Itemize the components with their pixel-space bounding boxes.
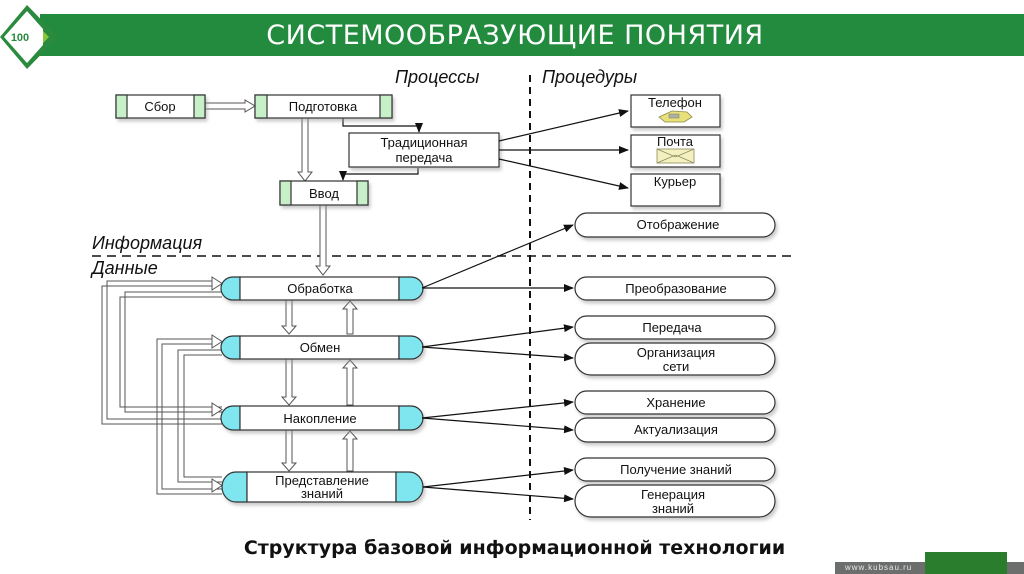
arrow-traditional-to-input	[339, 168, 419, 181]
result-knowledge-gen: Генерация знаний	[574, 484, 776, 518]
envelope-icon	[656, 148, 695, 164]
data-process-knowledge-repr	[221, 471, 424, 503]
data-process-accumulation	[220, 405, 424, 431]
arrow-to-transfer	[421, 324, 574, 348]
footer-url[interactable]: www.kubsau.ru	[845, 563, 913, 572]
arrow-to-phone	[498, 109, 629, 142]
feedback-loops	[101, 276, 223, 495]
arrow-to-knowledge-get	[422, 467, 574, 488]
arrow-exchange-to-processing	[341, 300, 359, 335]
channel-phone: Телефон	[630, 94, 721, 128]
result-actualization: Актуализация	[574, 417, 776, 443]
hollow-arrows-data	[280, 299, 359, 472]
logo-text: 100	[11, 32, 29, 44]
channel-courier: Курьер	[630, 173, 721, 207]
result-label-knowledge-gen-line1: Генерация	[641, 487, 705, 502]
arrow-accumulation-to-exchange	[341, 359, 359, 406]
diagram-caption: Структура базовой информационной техноло…	[243, 537, 786, 559]
process-box-prepare: Подготовка	[254, 94, 393, 119]
result-label-transformation: Преобразование	[625, 281, 727, 296]
label-processes: Процессы	[395, 67, 479, 87]
data-process-label-accumulation: Накопление	[283, 411, 356, 426]
arrow-processing-to-exchange	[280, 299, 298, 335]
arrow-to-storage	[421, 398, 574, 419]
university-logo: 100	[0, 5, 58, 69]
arrow-prepare-to-input	[296, 117, 314, 182]
footer-accent	[925, 552, 1007, 574]
result-label-storage: Хранение	[646, 395, 705, 410]
page-title: СИСТЕМООБРАЗУЮЩИЕ ПОНЯТИЯ	[266, 20, 764, 51]
result-arrows	[421, 224, 574, 503]
data-process-label-knowledge-line2: знаний	[301, 486, 343, 501]
phone-icon	[658, 110, 693, 123]
result-display: Отображение	[574, 212, 776, 238]
arrow-to-network-org	[421, 346, 574, 362]
result-knowledge-get: Получение знаний	[574, 457, 776, 482]
header-bar	[40, 14, 1024, 56]
label-procedures: Процедуры	[542, 67, 637, 87]
process-label-collect: Сбор	[144, 99, 175, 114]
logo-inner-diamond	[4, 11, 43, 63]
label-information: Информация	[92, 233, 202, 253]
arrow-to-courier	[498, 158, 629, 190]
process-box-input: Ввод	[279, 180, 369, 206]
traditional-label-line2: передача	[396, 150, 454, 165]
result-storage: Хранение	[574, 390, 776, 415]
channel-label-courier: Курьер	[654, 174, 696, 189]
arrow-to-actualization	[421, 417, 574, 434]
result-label-network-line2: сети	[663, 359, 690, 374]
result-label-display: Отображение	[637, 217, 720, 232]
traditional-transfer-box: Традиционная передача	[348, 132, 500, 168]
result-label-transfer: Передача	[642, 320, 702, 335]
arrow-to-display	[421, 224, 574, 289]
result-label-network-line1: Организация	[637, 345, 715, 360]
arrow-prepare-to-traditional	[342, 118, 423, 133]
result-label-actualization: Актуализация	[634, 422, 718, 437]
channel-label-phone: Телефон	[648, 95, 702, 110]
data-process-label-exchange: Обмен	[300, 340, 341, 355]
arrow-collect-to-prepare	[204, 99, 256, 113]
process-label-prepare: Подготовка	[289, 99, 358, 114]
label-data: Данные	[90, 258, 158, 278]
result-label-knowledge-gen-line2: знаний	[652, 501, 694, 516]
arrow-to-knowledge-gen	[422, 486, 574, 503]
arrow-exchange-to-accumulation	[280, 358, 298, 406]
channel-mail: Почта	[630, 134, 721, 168]
result-label-knowledge-get: Получение знаний	[620, 462, 732, 477]
arrow-input-to-processing	[314, 204, 332, 276]
result-transfer: Передача	[574, 315, 776, 340]
data-process-label-processing: Обработка	[287, 281, 353, 296]
channel-label-mail: Почта	[657, 134, 694, 149]
arrow-knowledge-to-accumulation	[341, 430, 359, 472]
process-box-collect: Сбор	[115, 94, 206, 119]
traditional-label-line1: Традиционная	[380, 135, 467, 150]
result-network-org: Организация сети	[574, 342, 776, 376]
hollow-arrows-top	[204, 99, 332, 276]
data-process-exchange	[220, 335, 424, 360]
arrow-accumulation-to-knowledge	[280, 429, 298, 472]
data-process-processing	[220, 276, 424, 301]
result-transformation: Преобразование	[574, 276, 776, 301]
process-label-input: Ввод	[309, 186, 339, 201]
data-process-label-knowledge-line1: Представление	[275, 473, 369, 488]
